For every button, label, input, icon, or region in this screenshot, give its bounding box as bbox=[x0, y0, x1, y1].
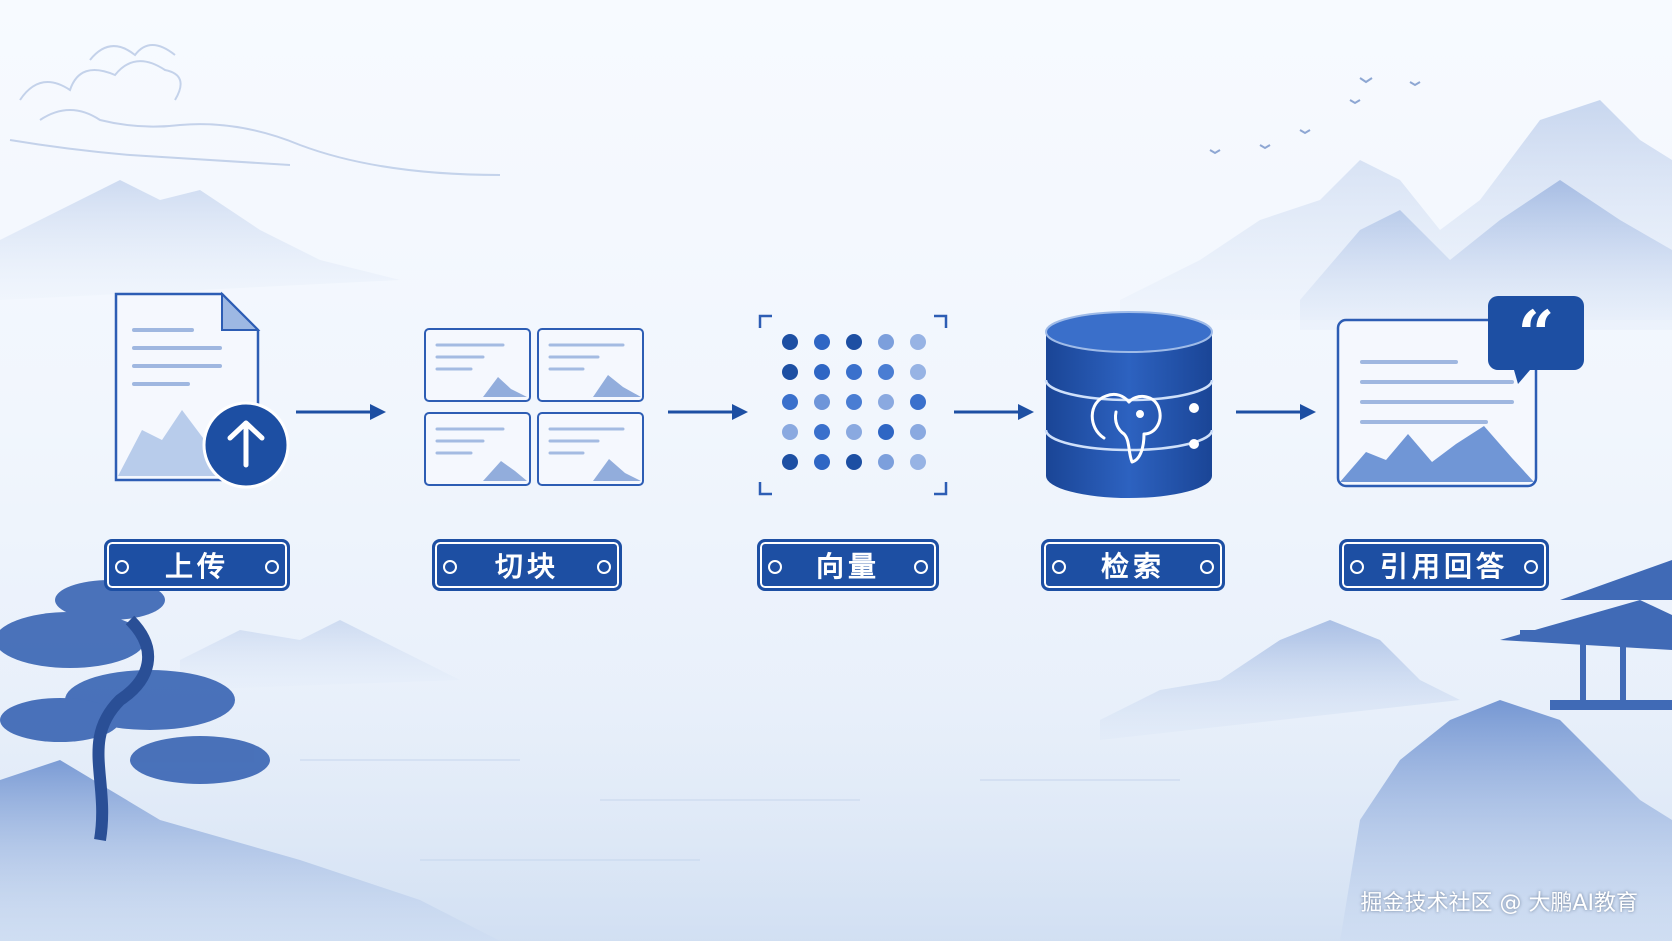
watermark-text: 掘金技术社区 @ 大鹏AI教育 bbox=[1360, 891, 1638, 916]
label-upload: 上传 bbox=[104, 539, 290, 591]
upload-document-icon bbox=[114, 291, 290, 489]
label-retrieve: 检索 bbox=[1041, 539, 1225, 591]
vector-dots-icon bbox=[758, 314, 948, 496]
step-upload bbox=[112, 290, 292, 500]
step-cited-answer: “ bbox=[1336, 294, 1586, 490]
label-vector: 向量 bbox=[757, 539, 939, 591]
arrow-4 bbox=[1236, 404, 1316, 420]
arrow-3 bbox=[954, 404, 1034, 420]
arrow-2 bbox=[668, 404, 748, 420]
step-chunk bbox=[423, 327, 645, 487]
label-cited-answer: 引用回答 bbox=[1339, 539, 1549, 591]
arrow-1 bbox=[296, 404, 386, 420]
database-elephant-icon bbox=[1044, 311, 1214, 498]
svg-text:“: “ bbox=[1518, 297, 1555, 372]
label-chunk: 切块 bbox=[432, 539, 622, 591]
step-vector bbox=[758, 314, 948, 496]
step-retrieve bbox=[1044, 310, 1214, 502]
chunk-grid-icon bbox=[424, 328, 644, 486]
quote-answer-icon: “ bbox=[1336, 296, 1584, 488]
